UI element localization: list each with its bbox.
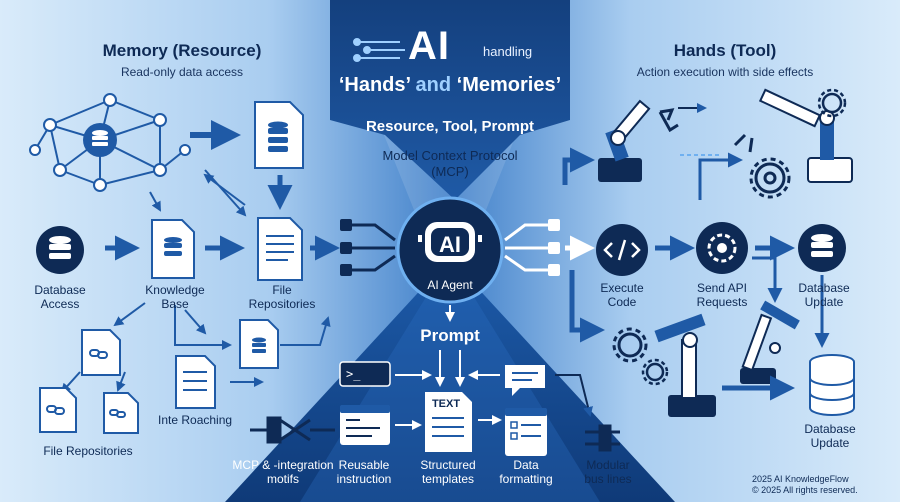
label-knowledge-base-line2: Base: [161, 297, 189, 311]
label-database-access: Database Access: [34, 283, 85, 311]
label-structured-line1: Structured: [420, 458, 476, 472]
bus-lines-icon: [585, 424, 620, 452]
database-update-icon: [798, 224, 846, 272]
text-template-icon: [425, 392, 472, 452]
database-access-icon: [36, 226, 84, 274]
link-doc-icon-3: [103, 392, 139, 434]
gear-icon-4: [641, 358, 669, 386]
components-title: Resource, Tool, Prompt: [365, 118, 535, 135]
memory-subtitle: Read-only data access: [120, 65, 244, 79]
gear-icon-large: [749, 157, 791, 199]
label-mcp-integration: MCP & -integration motifs: [232, 458, 333, 486]
label-modular-bus-lines: Modular bus lines: [584, 458, 631, 486]
label-file-repositories-line2: Repositories: [248, 297, 316, 311]
protocol-line-1: Model Context Protocol: [382, 148, 518, 163]
label-reusable-instruction: Reusable instruction: [337, 458, 392, 486]
title-ai: AI: [408, 24, 450, 68]
label-database-access-line2: Access: [40, 297, 80, 311]
label-reusable-line2: instruction: [336, 472, 392, 486]
label-send-api-requests: Send API Requests: [697, 281, 748, 309]
label-database-update-line2: Update: [804, 295, 844, 309]
title-and: and: [415, 74, 452, 96]
hands-title: Hands (Tool): [673, 41, 777, 60]
title-hands-memories: ‘Hands’ and ‘Memories’: [339, 74, 561, 97]
title-memories: ‘Memories’: [456, 74, 562, 96]
puzzle-plug-icon: [250, 416, 335, 444]
title-handling: handling: [483, 44, 533, 59]
label-database-update-bottom-line2: Update: [810, 436, 850, 450]
agent-badge: AI: [439, 232, 461, 257]
hands-subtitle: Action execution with side effects: [636, 65, 814, 79]
label-modular-line1: Modular: [586, 458, 630, 472]
label-file-repositories-bottom: File Repositories: [43, 444, 133, 458]
prompt-title: Prompt: [420, 326, 480, 345]
file-repositories-icon: [257, 217, 303, 281]
footer-line-2: © 2025 All rights reserved.: [752, 485, 858, 495]
label-file-repositories-line1: File: [272, 283, 292, 297]
protocol-line-2: (MCP): [431, 164, 469, 179]
label-reusable-line1: Reusable: [338, 458, 390, 472]
form-window-icon: [505, 408, 547, 456]
label-data-formatting-line1: Data: [513, 458, 539, 472]
robot-arm-icon-2: [733, 88, 853, 183]
footer-line-1: 2025 AI KnowledgeFlow: [752, 474, 849, 484]
ai-agent-node: [396, 196, 504, 304]
list-doc-icon: [175, 355, 216, 409]
robot-arm-icon-3: [654, 313, 716, 417]
label-database-update-bottom: Database Update: [804, 422, 855, 450]
label-file-repositories: File Repositories: [249, 283, 316, 311]
label-database-access-line1: Database: [34, 283, 86, 297]
instruction-window-icon: [340, 405, 390, 445]
agent-label: AI Agent: [427, 278, 473, 292]
terminal-icon: [339, 361, 391, 387]
robot-arm-icon-1: [598, 99, 679, 182]
text-doc-label: TEXT: [431, 398, 461, 410]
memory-title: Memory (Resource): [102, 41, 262, 60]
label-mcp-integration-line2: motifs: [266, 472, 299, 486]
link-doc-icon-1: [81, 329, 121, 376]
label-execute-code: Execute Code: [600, 281, 643, 309]
database-stack-icon: [809, 354, 855, 416]
label-modular-line2: bus lines: [584, 472, 632, 486]
label-database-update-bottom-line1: Database: [804, 422, 856, 436]
link-doc-icon-2: [39, 387, 77, 433]
label-send-api-line1: Send API: [696, 281, 748, 295]
label-structured-line2: templates: [421, 472, 475, 486]
title-hands: ‘Hands’: [338, 74, 410, 96]
terminal-prompt: >_: [346, 367, 361, 381]
label-knowledge-base: Knowledge Base: [145, 283, 204, 311]
execute-code-icon: [596, 224, 648, 276]
label-inte-roaching: Inte Roaching: [158, 413, 233, 427]
gear-icon-small: [817, 88, 847, 118]
chat-bubble-icon: [505, 365, 545, 396]
footer-credit: 2025 AI KnowledgeFlow © 2025 All rights …: [752, 474, 858, 496]
label-execute-code-line1: Execute: [600, 281, 644, 295]
circuit-lines-icon: [353, 38, 405, 62]
label-database-update: Database Update: [798, 281, 849, 309]
label-execute-code-line2: Code: [607, 295, 637, 309]
label-data-formatting-line2: formatting: [499, 472, 553, 486]
gear-icon-3: [612, 327, 648, 363]
db-doc-icon: [239, 319, 279, 369]
label-structured-templates: Structured templates: [420, 458, 475, 486]
label-data-formatting: Data formatting: [499, 458, 552, 486]
label-knowledge-base-line1: Knowledge: [145, 283, 205, 297]
robot-arm-icon-4: [740, 300, 800, 384]
file-database-icon: [254, 101, 304, 169]
label-mcp-integration-line1: MCP & -integration: [232, 458, 334, 472]
knowledge-base-icon: [151, 219, 195, 279]
protocol-name: Model Context Protocol (MCP): [382, 148, 517, 180]
label-database-update-line1: Database: [798, 281, 850, 295]
label-send-api-line2: Requests: [696, 295, 748, 309]
api-gear-icon: [696, 222, 748, 274]
